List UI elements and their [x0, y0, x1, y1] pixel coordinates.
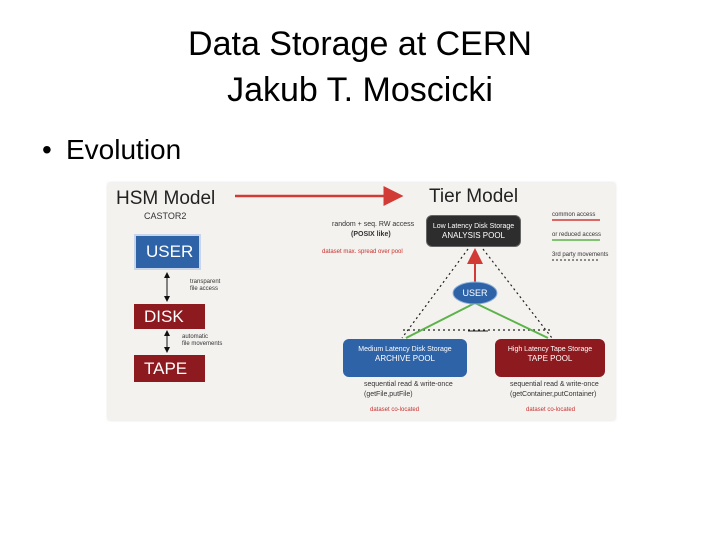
bullet-text: Evolution — [66, 134, 182, 165]
archive-api: (getFile,putFile) — [364, 391, 413, 398]
hsm-movement-note-2: file movements — [182, 341, 223, 347]
bullet-dot-icon: • — [42, 134, 52, 165]
tape-pool-box: High Latency Tape Storage TAPE POOL — [495, 339, 605, 377]
hsm-heading: HSM Model — [116, 188, 216, 209]
edge-analysis-archive — [401, 248, 469, 339]
tape-pool-latency: High Latency Tape Storage — [507, 346, 593, 353]
archive-pool-box: Medium Latency Disk Storage ARCHIVE POOL — [343, 339, 467, 377]
archive-pool-name: ARCHIVE POOL — [374, 354, 435, 363]
analysis-pool-name: ANALYSIS POOL — [442, 231, 505, 240]
hsm-movement-note-1: automatic — [182, 334, 209, 340]
tier-heading: Tier Model — [429, 186, 519, 207]
user-tape-link — [474, 302, 549, 339]
hsm-access-note-2: file access — [190, 286, 219, 292]
tier-access-line-1: random + seq. RW access — [332, 221, 415, 228]
tier-access-line-2: (POSIX like) — [351, 231, 391, 238]
archive-pool-latency: Medium Latency Disk Storage — [358, 346, 452, 353]
tier-user-node — [452, 281, 498, 305]
hsm-subheading: CASTOR2 — [144, 211, 187, 221]
figure-graphics — [164, 186, 600, 353]
legend-item-1: common access — [552, 212, 596, 218]
hsm-tape-box: TAPE — [134, 355, 205, 382]
tape-access: sequential read & write-once — [510, 381, 599, 388]
bullet-item: • Evolution — [42, 132, 181, 168]
analysis-pool-latency: Low Latency Disk Storage — [432, 223, 515, 230]
user-archive-link — [405, 302, 476, 339]
tape-location: dataset co-located — [526, 407, 576, 413]
storage-model-figure: HSM Model CASTOR2 USER DISK TAPE transpa… — [108, 183, 615, 420]
archive-location: dataset co-located — [370, 407, 420, 413]
archive-access: sequential read & write-once — [364, 381, 453, 388]
tape-pool-name: TAPE POOL — [527, 354, 573, 363]
hsm-user-box: USER — [134, 234, 201, 270]
legend-item-2: or reduced access — [552, 232, 602, 238]
legend-item-3: 3rd party movements — [552, 252, 609, 258]
slide-title: Data Storage at CERN — [188, 25, 532, 63]
tier-user-label: USER — [462, 288, 488, 298]
edge-analysis-tape — [482, 248, 553, 339]
slide-subtitle: Jakub T. Moscicki — [227, 71, 493, 109]
analysis-pool-box: Low Latency Disk Storage ANALYSIS POOL — [426, 215, 521, 247]
tier-spread-note: dataset max. spread over pool — [322, 249, 403, 255]
hsm-access-note-1: transparent — [190, 279, 221, 285]
hsm-disk-box: DISK — [134, 304, 205, 329]
tape-api: (getContainer,putContainer) — [510, 391, 597, 398]
